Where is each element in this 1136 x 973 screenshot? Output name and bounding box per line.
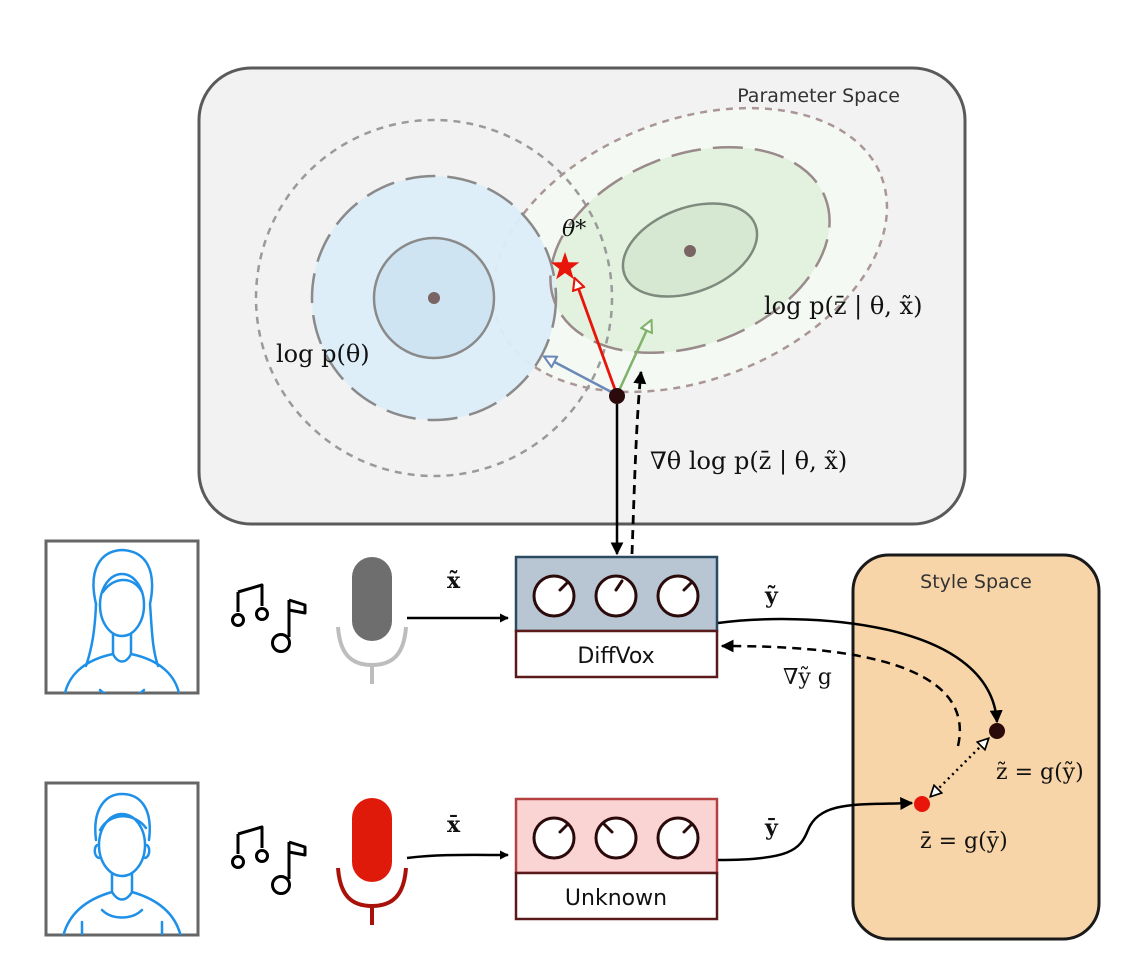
x-tilde-label: x̃: [447, 568, 461, 594]
optimum-label: θ*: [562, 217, 586, 242]
y-tilde-output-arrow: [717, 617, 1003, 724]
prior-contours: [254, 118, 614, 478]
y-bar-label: ȳ: [764, 815, 779, 841]
prior-gradient-arrow: [545, 357, 618, 397]
optimum-star-icon: [550, 252, 580, 280]
style-space-panel: Style Space z̃ = g(ỹ) z̄ = g(ȳ): [851, 553, 1101, 941]
likelihood-mean-point: [684, 245, 696, 257]
style-distance-arrow: [931, 739, 988, 796]
avatar-frame: [44, 539, 200, 695]
style-gradient-arrow: [720, 639, 962, 747]
unknown-effect-box: Unknown: [514, 797, 719, 921]
likelihood-gradient-arrow: [615, 321, 651, 396]
avatar-frame: [44, 781, 200, 937]
microphone-capsule: [352, 798, 392, 882]
style-gradient-label: ∇ỹ g: [783, 665, 832, 690]
x-bar-label: x̄: [447, 812, 461, 838]
z-tilde-point: [989, 723, 1005, 739]
prior-mean-point: [428, 292, 440, 304]
parameter-space-title: Parameter Space: [737, 85, 900, 107]
z-bar-label: z̄ = g(ȳ): [920, 829, 1008, 854]
z-bar-point: [914, 796, 930, 812]
bottom-signal-chain: x̄ Unknown ȳ: [44, 781, 914, 937]
style-space-box: [851, 553, 1101, 941]
parameter-gradient-label: ∇θ log p(z̄ | θ, x̃): [650, 447, 847, 476]
likelihood-label: log p(z̄ | θ, x̃): [764, 292, 922, 321]
diffvox-knob-2-icon[interactable]: [594, 574, 638, 618]
microphone-icon: [336, 557, 408, 684]
z-tilde-label: z̃ = g(ỹ): [996, 760, 1084, 785]
female-singer-avatar: [44, 539, 200, 695]
music-notes-icon: [231, 825, 307, 895]
unknown-label: Unknown: [565, 886, 667, 911]
microphone-icon: [336, 798, 408, 925]
current-parameter-point: [609, 388, 625, 404]
diffvox-name-panel: [514, 629, 719, 679]
x-bar-input-arrow: [406, 850, 509, 860]
combined-gradient-arrow: [575, 279, 619, 396]
top-signal-chain: x̃ DiffVox ỹ ∇ỹ g: [44, 539, 1003, 747]
style-space-title: Style Space: [920, 571, 1032, 593]
gradient-backprop-arrow: [630, 370, 647, 555]
unknown-knob-2-icon: [594, 816, 638, 860]
diffvox-label: DiffVox: [577, 644, 654, 669]
prior-middle-contour: [310, 174, 558, 422]
y-tilde-label: ỹ: [764, 583, 779, 609]
likelihood-middle-contour: [549, 145, 831, 355]
prior-label: log p(θ): [276, 340, 370, 368]
unknown-name-panel: [514, 871, 719, 921]
parameter-space-panel: Parameter Space θ* log: [197, 66, 967, 526]
microphone-capsule: [352, 557, 392, 641]
diffvox-effect-box[interactable]: DiffVox: [514, 555, 719, 679]
male-singer-avatar: [44, 781, 200, 937]
y-bar-output-arrow: [717, 796, 914, 862]
prior-outer-contour: [254, 118, 614, 478]
music-notes-icon: [231, 583, 307, 653]
